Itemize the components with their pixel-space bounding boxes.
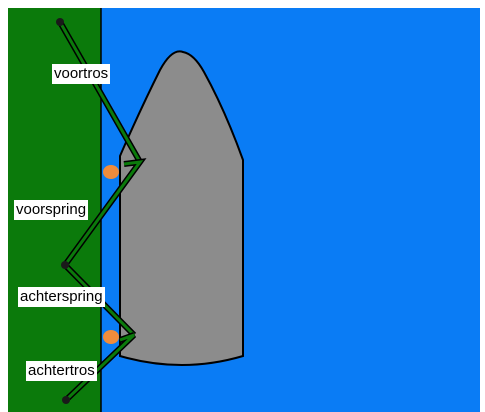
bow-line	[57, 20, 143, 164]
bollard-stern	[62, 396, 70, 404]
bow-line-core	[58, 21, 142, 163]
bollard-bow	[56, 18, 64, 26]
forward-spring-core	[63, 160, 144, 266]
aft-spring-label: achterspring	[18, 287, 105, 307]
forward-spring-label: voorspring	[14, 200, 89, 220]
bollard-middle	[61, 261, 69, 269]
bow-line-label: voortros	[52, 64, 111, 84]
forward-spring-line	[62, 158, 147, 267]
bollards	[56, 18, 70, 404]
fender-forward	[103, 165, 119, 179]
fenders	[103, 165, 119, 344]
ship-hull	[119, 50, 244, 366]
stern-line-label: achtertros	[26, 361, 97, 381]
fender-aft	[103, 330, 119, 344]
